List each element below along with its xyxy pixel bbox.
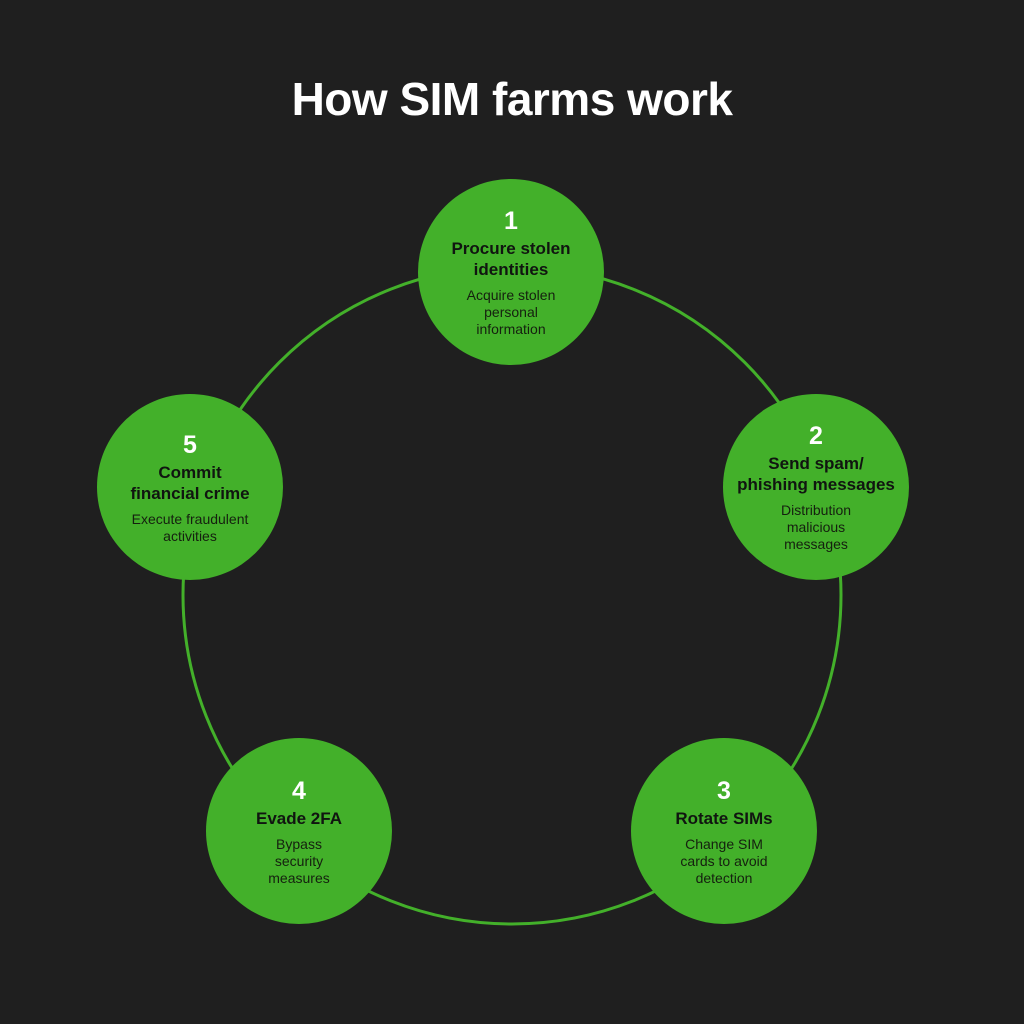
step-number: 3 xyxy=(717,776,731,805)
step-description-line: security xyxy=(274,852,324,869)
step-title: Rotate SIMs xyxy=(675,808,772,829)
step-description-line: measures xyxy=(268,869,330,886)
step-title-line: phishing messages xyxy=(737,475,895,494)
step-title-line: identities xyxy=(473,260,549,279)
step-number: 1 xyxy=(504,207,518,235)
step-description-line: Change SIM xyxy=(685,835,763,852)
step-description-line: Acquire stolen xyxy=(466,287,556,303)
step-description-line: personal xyxy=(484,304,538,320)
step-description-line: messages xyxy=(784,536,848,552)
step-description-line: malicious xyxy=(786,519,846,535)
step-description-line: Execute fraudulent xyxy=(131,510,249,527)
step-title: Send spam/phishing messages xyxy=(737,453,895,495)
step-title-line: Procure stolen xyxy=(451,239,571,258)
step-title-line: Rotate SIMs xyxy=(675,808,773,828)
step-title-line: Send spam/ xyxy=(768,454,864,473)
step-description-line: Distribution xyxy=(780,502,852,518)
step-title: Evade 2FA xyxy=(256,808,342,829)
step-title: Procure stolen identities xyxy=(451,238,570,280)
step-title-line: Evade 2FA xyxy=(256,808,342,828)
step-number: 5 xyxy=(183,430,197,459)
step-description-line: Bypass xyxy=(276,835,322,852)
step-number: 4 xyxy=(292,776,306,805)
step-number: 2 xyxy=(809,422,823,450)
step-description-line: activities xyxy=(163,527,217,544)
step-title-line: financial crime xyxy=(130,483,250,503)
page-title: How SIM farms work xyxy=(291,73,733,125)
step-title-line: Commit xyxy=(158,462,222,482)
step-description-line: information xyxy=(476,321,546,337)
step-description-line: detection xyxy=(695,869,753,886)
step-description-line: cards to avoid xyxy=(680,852,768,869)
